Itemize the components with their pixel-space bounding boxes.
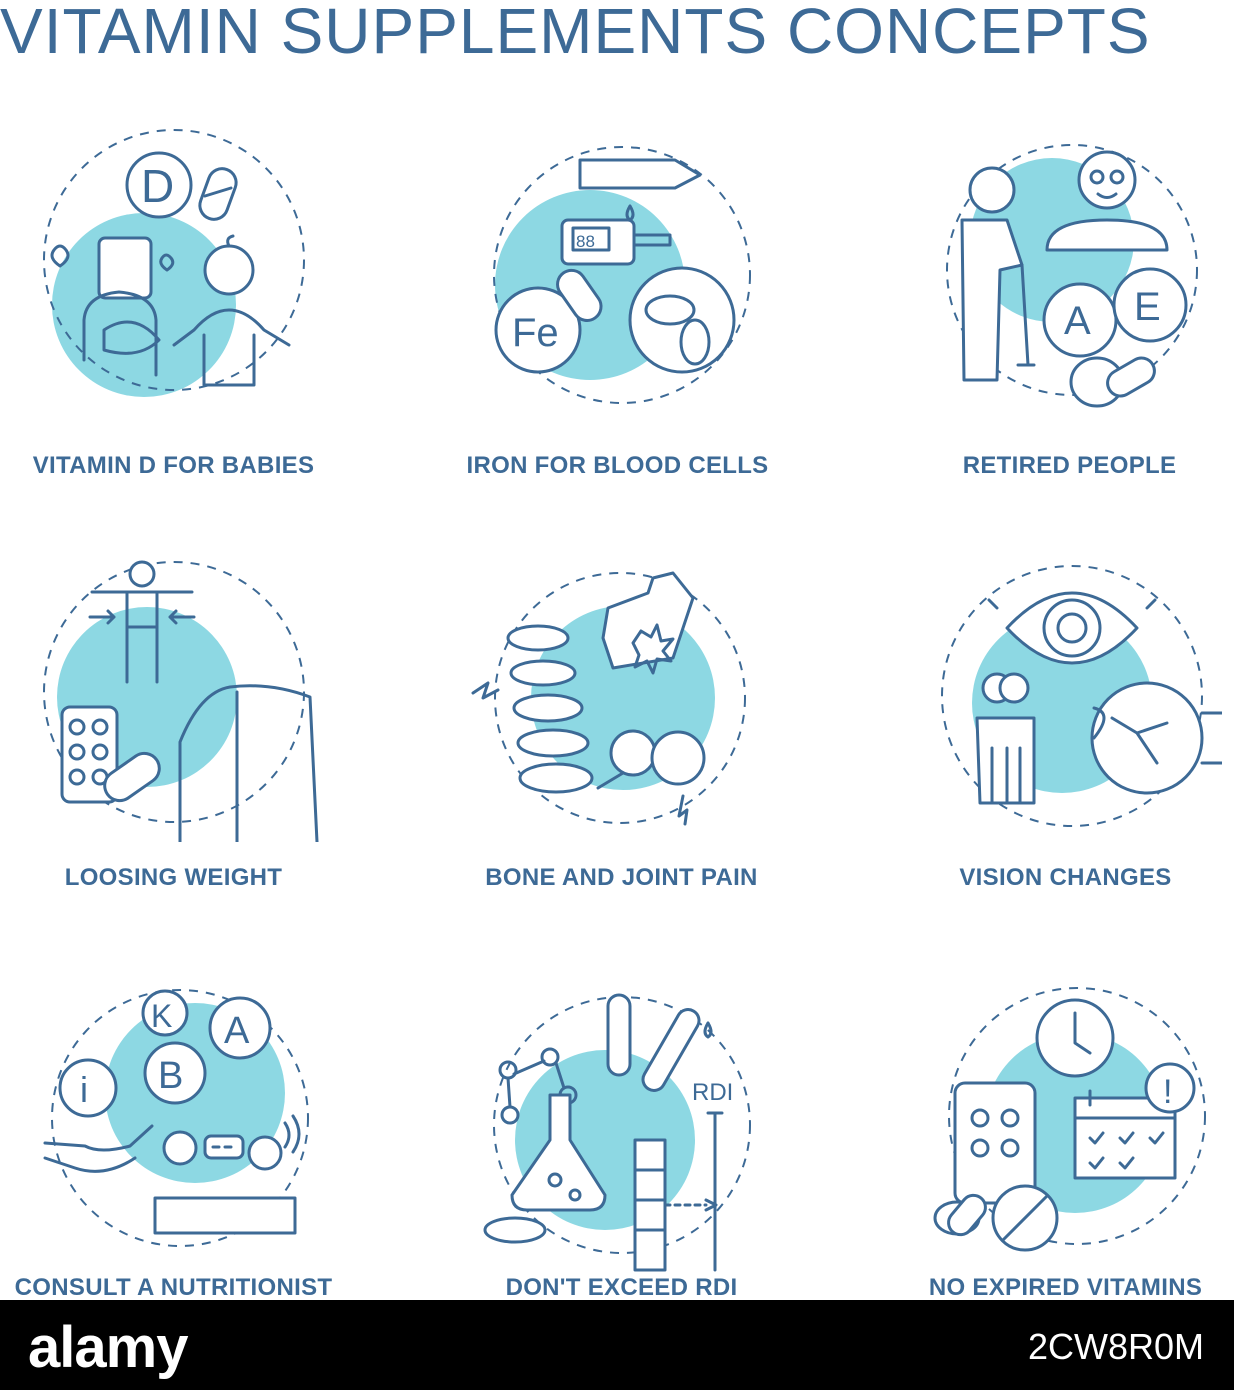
- svg-text:RDI: RDI: [692, 1079, 733, 1106]
- concept-label-vision: VISION CHANGES: [959, 864, 1172, 891]
- watermark-footer: alamy 2CW8R0M: [0, 1300, 1234, 1390]
- svg-text:E: E: [1134, 285, 1161, 329]
- page-title: VITAMIN SUPPLEMENTS CONCEPTS: [0, 0, 1151, 67]
- svg-text:!: !: [1163, 1073, 1172, 1111]
- svg-text:A: A: [1064, 299, 1091, 343]
- svg-text:Fe: Fe: [512, 311, 559, 355]
- svg-text:D: D: [141, 160, 174, 212]
- clock-calendar-expired-icon: !: [925, 968, 1225, 1268]
- concept-label-iron: IRON FOR BLOOD CELLS: [466, 452, 769, 479]
- image-id: 2CW8R0M: [1027, 1326, 1204, 1367]
- body-slimming-pills-icon: [22, 542, 322, 842]
- concept-label-nutritionist: CONSULT A NUTRITIONIST: [14, 1274, 333, 1301]
- concept-label-rdi: DON'T EXCEED RDI: [505, 1274, 738, 1301]
- svg-text:88: 88: [576, 232, 595, 251]
- nutritionist-consultation-icon: K B A i: [30, 968, 330, 1268]
- concept-label-retired: RETIRED PEOPLE: [962, 452, 1177, 479]
- svg-text:B: B: [158, 1055, 183, 1097]
- glucometer-blood-cells-icon: 88 Fe: [470, 120, 770, 420]
- elderly-man-cane-icon: A E: [922, 120, 1222, 420]
- alamy-logo: alamy: [28, 1315, 188, 1380]
- concept-label-weight: LOOSING WEIGHT: [64, 864, 283, 891]
- concept-label-expired: NO EXPIRED VITAMINS: [928, 1274, 1203, 1301]
- lab-flask-rdi-icon: RDI: [470, 975, 770, 1275]
- svg-text:A: A: [224, 1010, 250, 1052]
- eye-vision-icon: [922, 548, 1222, 848]
- svg-text:i: i: [80, 1069, 88, 1110]
- svg-text:K: K: [151, 998, 172, 1034]
- concept-label-vitamin-d: VITAMIN D FOR BABIES: [32, 452, 315, 479]
- spine-joint-pain-icon: [468, 548, 768, 848]
- mother-baby-vitamin-d-icon: D: [24, 110, 324, 410]
- concept-label-bone: BONE AND JOINT PAIN: [485, 864, 758, 891]
